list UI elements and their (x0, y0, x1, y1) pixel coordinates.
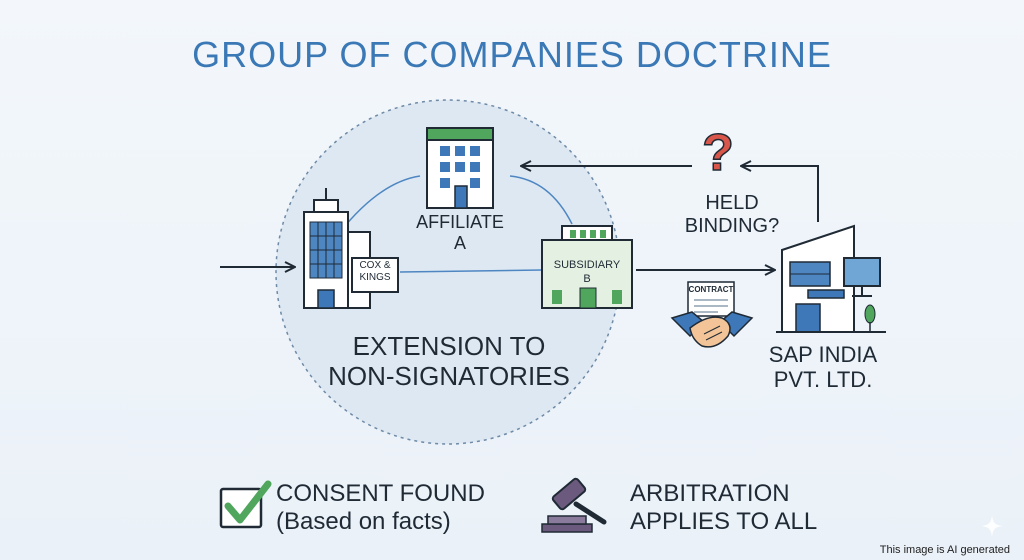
link-cox-subsidiary (399, 269, 543, 273)
ai-generated-note: This image is AI generated (879, 544, 1010, 556)
sparkle-icon (981, 515, 1003, 537)
cox-kings-label: COX & KINGS (352, 260, 398, 284)
consent-caption: CONSENT FOUND (Based on facts) (276, 480, 486, 535)
subsidiary-label-line2: B (583, 273, 591, 286)
cox-kings-label-line1: COX & (359, 260, 391, 271)
cox-kings-label-line2: KINGS (359, 272, 391, 283)
diagram-title: GROUP OF COMPANIES DOCTRINE (192, 34, 832, 75)
contract-label: CONTRACT (688, 285, 734, 294)
subsidiary-label: SUBSIDIARY B (542, 258, 632, 287)
sap-india-label: SAP INDIA PVT. LTD. (748, 342, 898, 393)
contract-document-icon (687, 281, 735, 317)
cox-kings-building-icon (303, 188, 399, 309)
arbitration-caption-line2: APPLIES TO ALL (630, 507, 818, 535)
held-binding-return-arrow (742, 166, 819, 222)
consent-caption-line2: (Based on facts) (276, 507, 451, 535)
affiliate-label-line1: AFFILIATE (416, 212, 504, 232)
held-binding-label: HELD BINDING? (672, 192, 792, 238)
gavel-icon (541, 477, 607, 533)
arbitration-caption-line1: ARBITRATION (630, 480, 790, 507)
question-mark-icon: ? (702, 124, 734, 182)
sap-india-line1: SAP INDIA (768, 342, 878, 367)
arbitration-caption: ARBITRATION APPLIES TO ALL (630, 480, 850, 535)
affiliate-label: AFFILIATE A (400, 212, 520, 253)
subsidiary-building-icon (541, 225, 633, 309)
circle-caption: EXTENSION TO NON-SIGNATORIES (318, 331, 580, 392)
link-affiliate-subsidiary (509, 175, 573, 225)
held-binding-line1: HELD (705, 192, 759, 214)
held-binding-line2: BINDING? (684, 215, 780, 237)
handshake-icon (670, 311, 754, 348)
sap-india-line2: PVT. LTD. (773, 367, 873, 393)
subsidiary-label-line1: SUBSIDIARY (553, 259, 621, 271)
check-box-icon (219, 480, 272, 529)
sap-india-office-icon (776, 224, 886, 333)
circle-caption-line2: NON-SIGNATORIES (328, 360, 570, 391)
circle-caption-line1: EXTENSION TO (352, 331, 546, 361)
affiliate-label-line2: A (453, 232, 466, 253)
consent-caption-line1: CONSENT FOUND (276, 480, 485, 507)
affiliate-building-icon (426, 127, 494, 209)
